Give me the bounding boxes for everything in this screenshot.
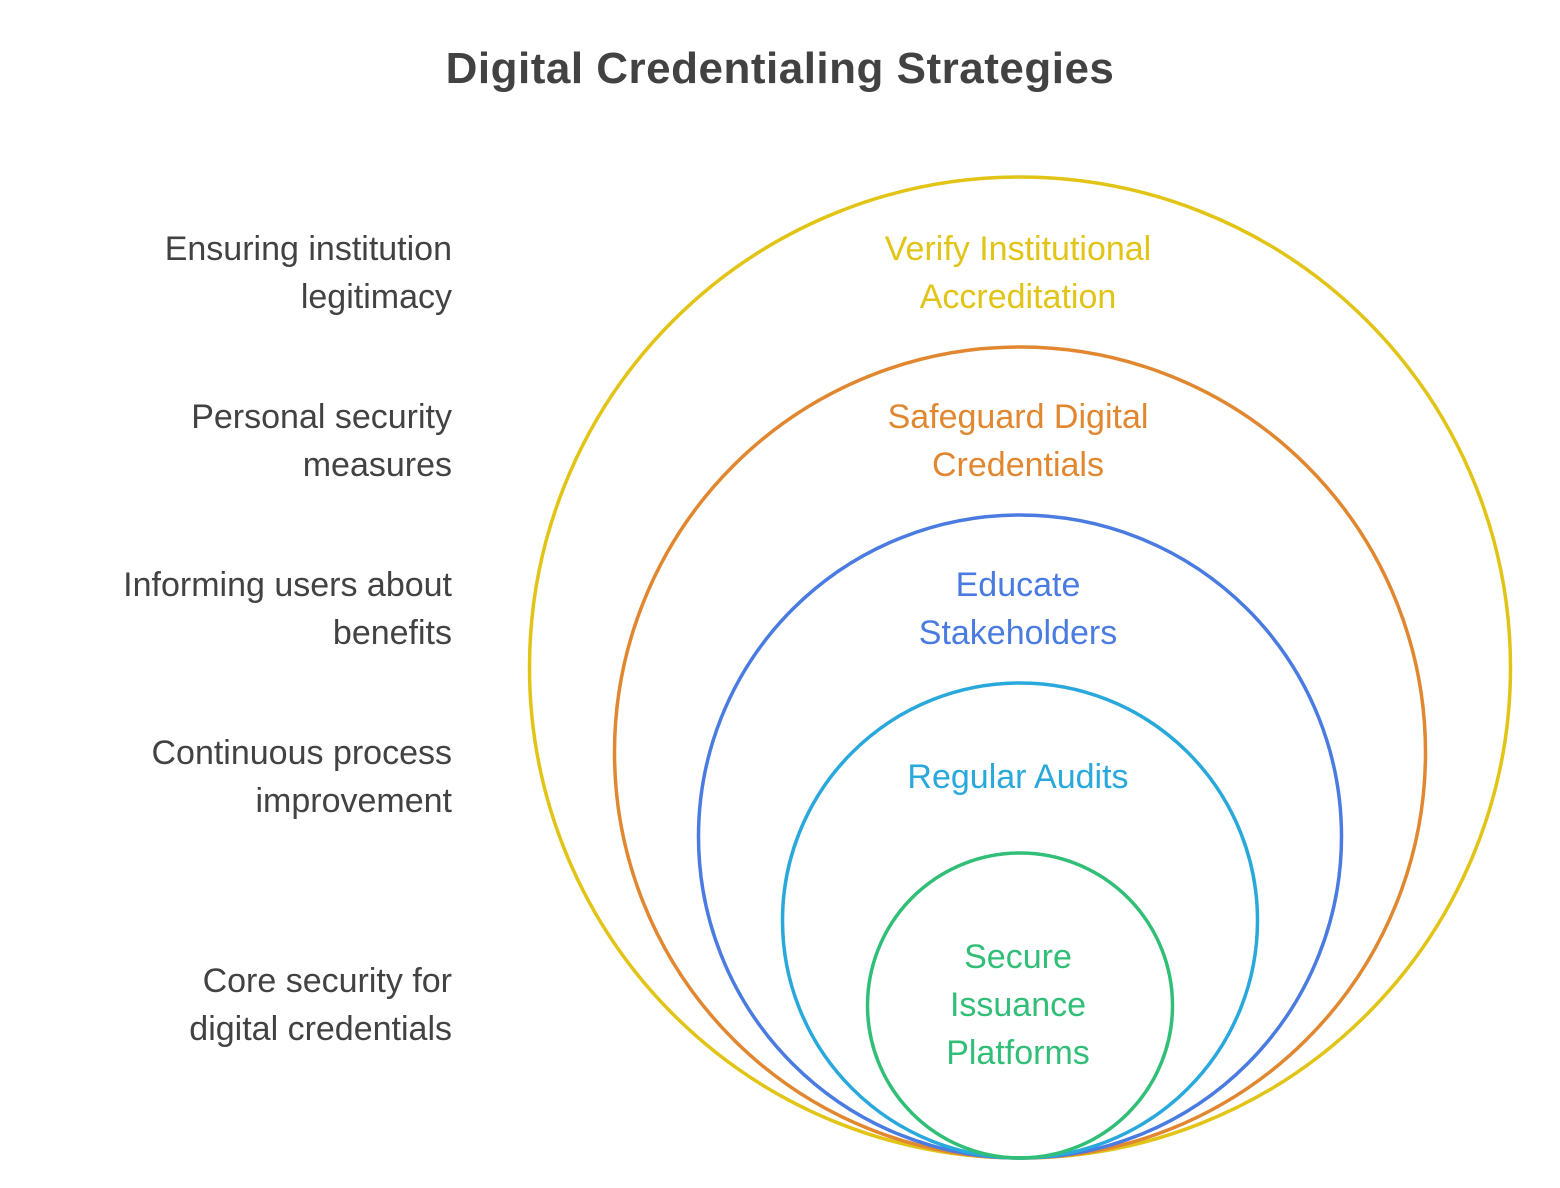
ring-description-secure-issuance-platforms: Core security for digital credentials — [189, 962, 452, 1048]
ring-description-safeguard-digital-credentials: Personal security measures — [191, 398, 452, 484]
ring-label-regular-audits: Regular Audits — [907, 758, 1129, 796]
page-title: Digital Credentialing Strategies — [445, 44, 1115, 93]
ring-label-safeguard-digital-credentials: Safeguard Digital Credentials — [887, 398, 1149, 484]
ring-description-regular-audits: Continuous process improvement — [151, 734, 452, 820]
ring-description-verify-institutional-accreditation: Ensuring institution legitimacy — [164, 230, 452, 316]
ring-label-educate-stakeholders: Educate Stakeholders — [918, 566, 1118, 652]
ring-description-educate-stakeholders: Informing users about benefits — [123, 566, 452, 652]
ring-label-secure-issuance-platforms: Secure Issuance Platforms — [946, 938, 1090, 1072]
ring-circle-secure-issuance-platforms — [865, 851, 1175, 1160]
ring-label-verify-institutional-accreditation: Verify Institutional Accreditation — [884, 230, 1152, 316]
